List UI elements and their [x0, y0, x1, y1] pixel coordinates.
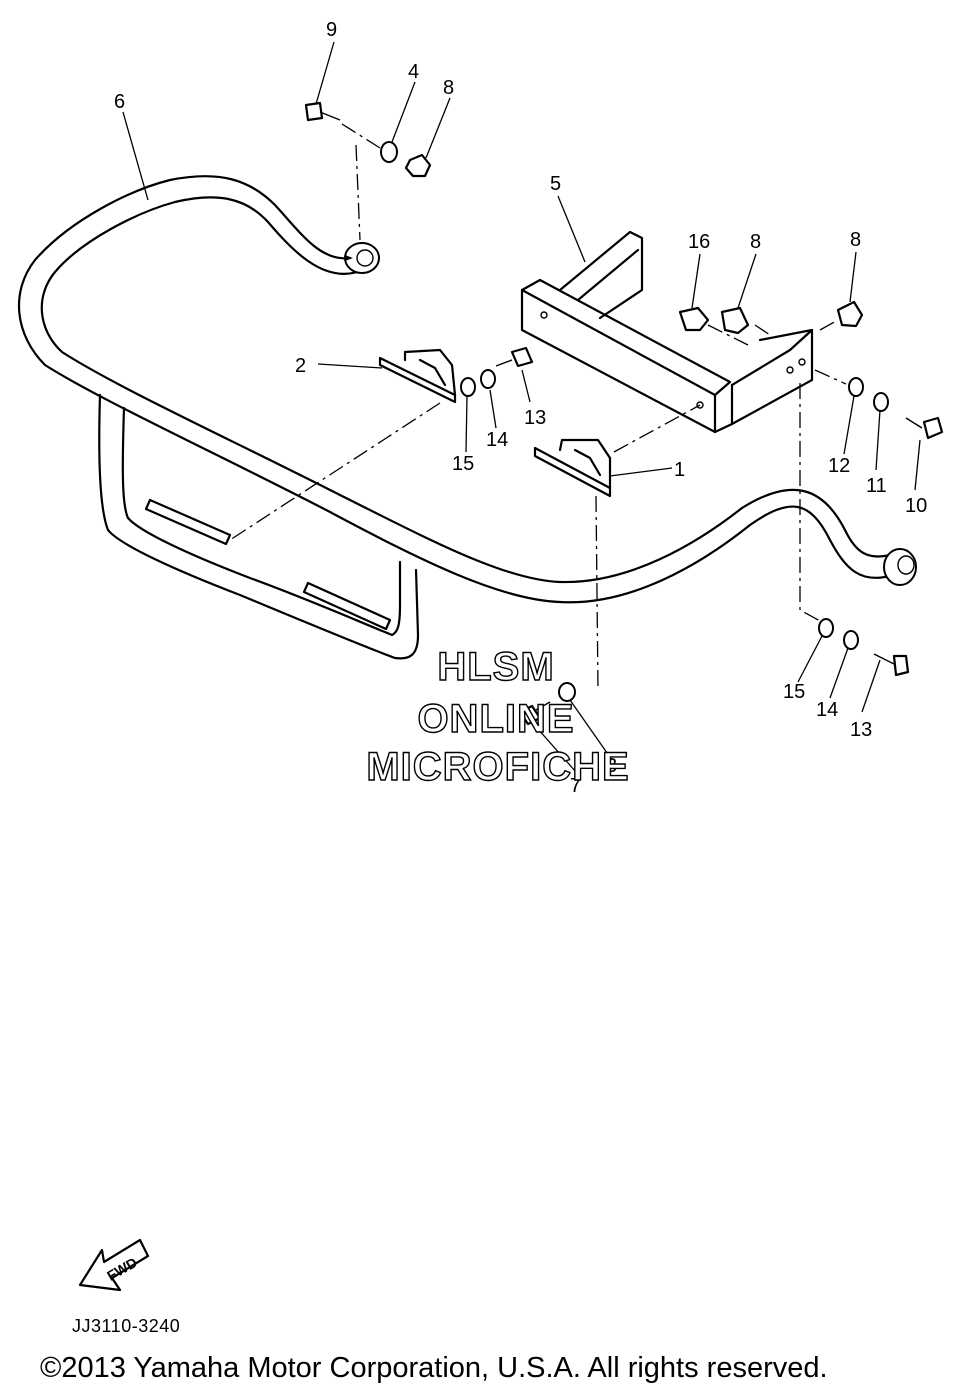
bracket-right [533, 438, 612, 498]
leader-lines [122, 41, 921, 773]
callout-12: 12 [828, 455, 850, 477]
callout-15: 15 [783, 681, 805, 703]
callout-6: 6 [114, 91, 125, 113]
callout-4: 4 [408, 61, 419, 83]
assembly-lines [229, 123, 847, 691]
hardware [304, 101, 944, 726]
callouts: 9 4 8 6 5 16 8 8 2 13 14 15 1 12 11 10 1… [114, 19, 927, 797]
callout-16: 16 [688, 231, 710, 253]
fwd-arrow-icon: FWD [78, 1238, 150, 1292]
callout-15: 15 [452, 453, 474, 475]
watermark: HLSM ONLINE MICROFICHE [366, 644, 630, 789]
callout-13: 13 [850, 719, 872, 741]
copyright-notice: ©2013 Yamaha Motor Corporation, U.S.A. A… [40, 1352, 828, 1384]
callout-8: 8 [850, 229, 861, 251]
callout-2: 2 [295, 355, 306, 377]
callout-1: 1 [674, 459, 685, 481]
callout-5: 5 [550, 173, 561, 195]
callout-14: 14 [816, 699, 838, 721]
callout-10: 10 [905, 495, 927, 517]
watermark-line-2: ONLINE [417, 697, 574, 741]
callout-8: 8 [443, 77, 454, 99]
callout-11: 11 [866, 475, 887, 497]
callout-7: 7 [570, 775, 581, 797]
callout-13: 13 [524, 407, 546, 429]
callout-14: 14 [486, 429, 508, 451]
mounting-bracket [520, 230, 814, 434]
bumper-frame [17, 175, 917, 660]
drawing-code: JJ3110-3240 [72, 1316, 181, 1336]
watermark-line-1: HLSM [437, 645, 554, 689]
callout-3: 3 [606, 755, 617, 777]
callout-8: 8 [750, 231, 761, 253]
callout-9: 9 [326, 19, 337, 41]
bracket-left [378, 348, 457, 404]
watermark-line-3: MICROFICHE [366, 745, 629, 789]
